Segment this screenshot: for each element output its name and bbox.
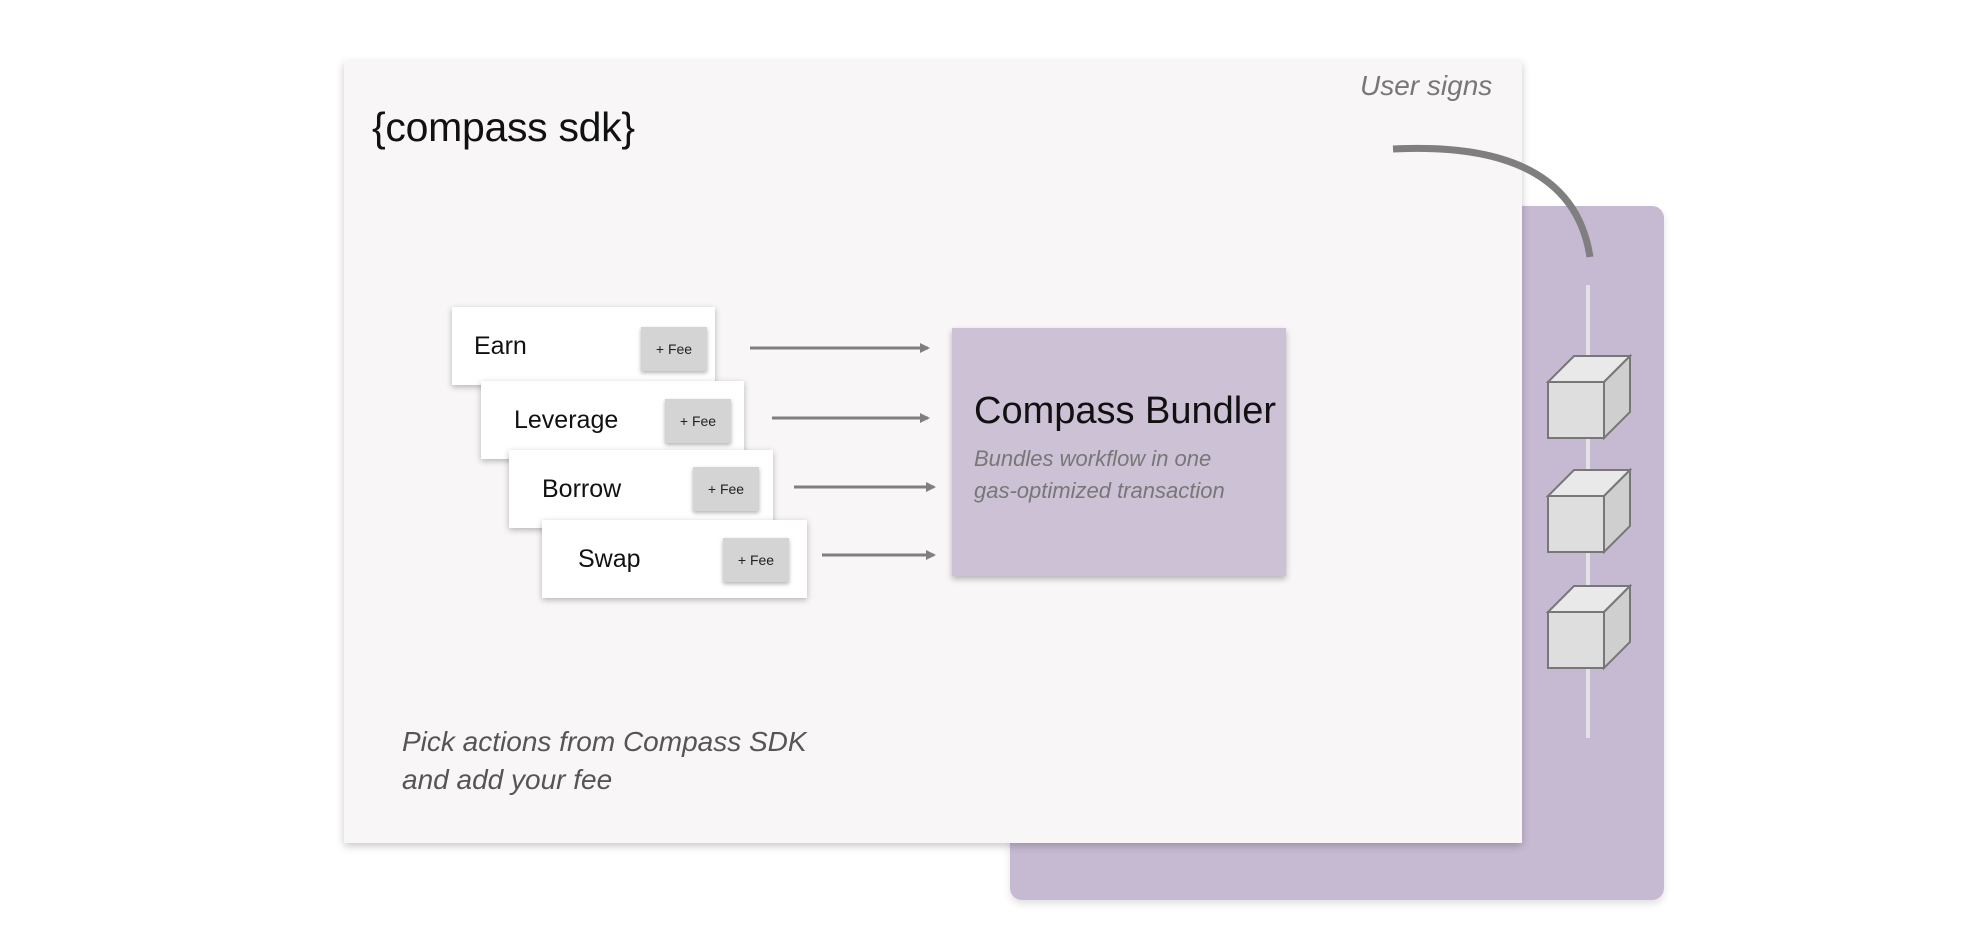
action-label: Earn: [474, 332, 527, 360]
action-label: Borrow: [542, 475, 622, 503]
fee-badge[interactable]: + Fee: [641, 327, 707, 371]
caption-line: Pick actions from Compass SDK: [402, 726, 807, 757]
sdk-caption: Pick actions from Compass SDK and add yo…: [402, 723, 807, 799]
action-card-swap[interactable]: Swap + Fee: [542, 520, 807, 598]
action-card-borrow[interactable]: Borrow + Fee: [509, 450, 773, 528]
action-card-earn[interactable]: Earn + Fee: [452, 307, 715, 385]
fee-badge[interactable]: + Fee: [665, 399, 731, 443]
bundler-subtitle-line: gas-optimized transaction: [974, 478, 1225, 503]
fee-badge[interactable]: + Fee: [693, 467, 759, 511]
sdk-title: {compass sdk}: [372, 104, 635, 150]
user-signs-label: User signs: [1360, 70, 1493, 101]
action-card-leverage[interactable]: Leverage + Fee: [481, 381, 744, 459]
fee-badge[interactable]: + Fee: [723, 538, 789, 582]
action-label: Leverage: [514, 406, 619, 434]
bundler-title: Compass Bundler: [974, 390, 1277, 432]
bundler-subtitle: Bundles workflow in one gas-optimized tr…: [974, 443, 1225, 507]
compass-bundler-box: Compass Bundler Bundles workflow in one …: [952, 328, 1286, 576]
action-label: Swap: [578, 545, 641, 573]
bundler-subtitle-line: Bundles workflow in one: [974, 446, 1212, 471]
caption-line: and add your fee: [402, 764, 613, 795]
